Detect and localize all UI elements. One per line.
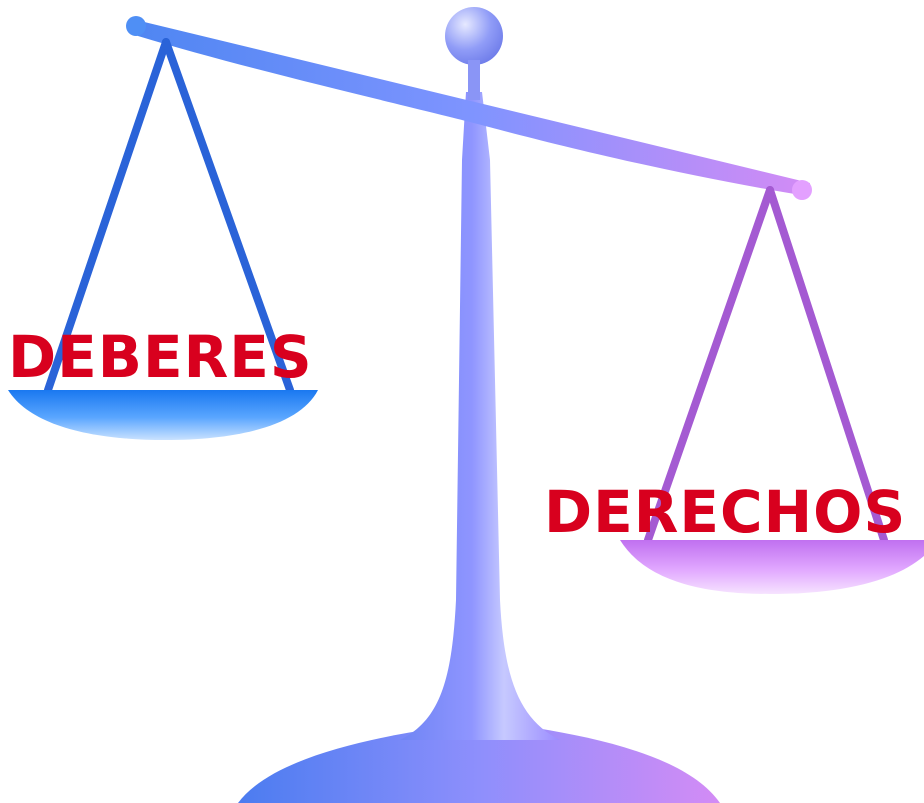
left-pan-label: DEBERES <box>8 323 313 391</box>
right-beam-end-knob <box>792 180 812 200</box>
scale-pillar <box>400 92 560 740</box>
right-pan-string <box>644 186 774 544</box>
left-pan-string <box>44 38 170 394</box>
left-pan-string <box>162 38 294 394</box>
scale-beam <box>136 20 810 196</box>
scale-base <box>238 728 720 803</box>
scale-knob-neck <box>468 60 480 100</box>
right-pan-label: DERECHOS <box>544 478 906 546</box>
right-scale-pan <box>620 540 924 594</box>
left-scale-pan <box>8 390 318 440</box>
right-pan-string <box>766 186 888 544</box>
left-beam-end-knob <box>126 16 146 36</box>
scale-top-knob <box>445 7 503 65</box>
